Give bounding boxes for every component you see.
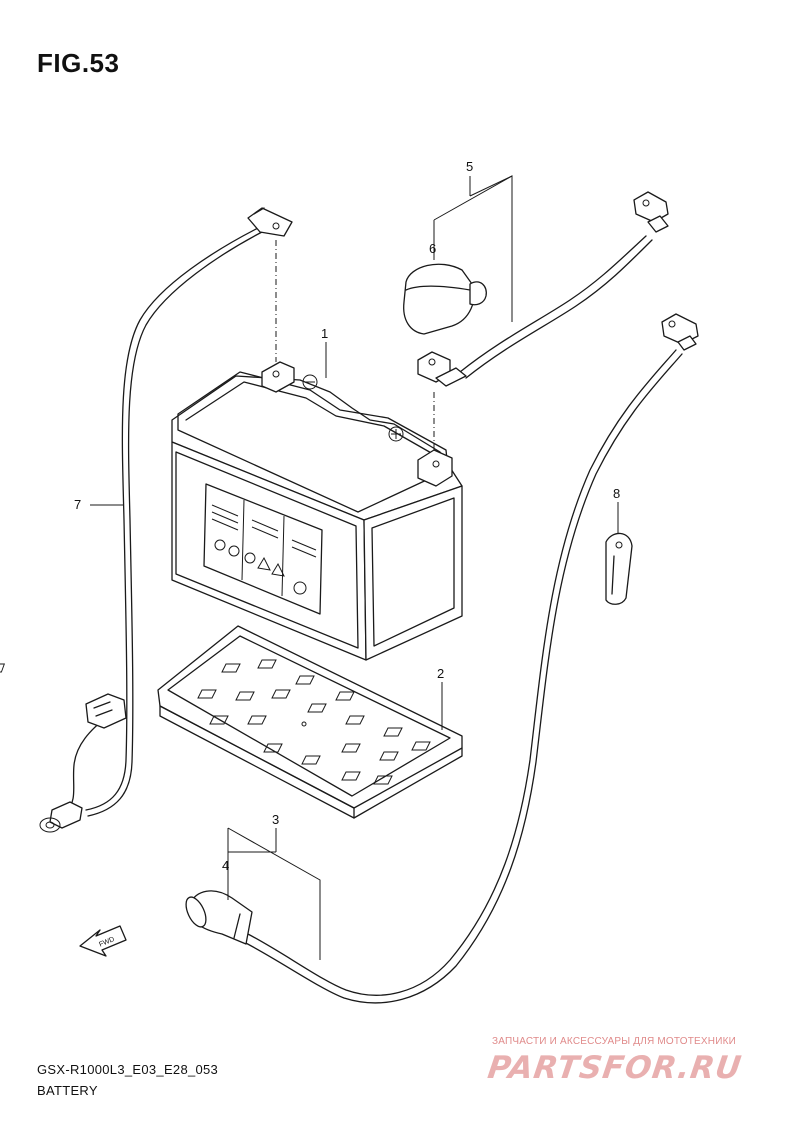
part-3-4-cable: 3 4 [185, 313, 699, 1004]
part-2-tray: 2 [0, 625, 463, 819]
callout-5: 5 [466, 159, 473, 174]
callout-1: 1 [321, 326, 328, 341]
callout-4: 4 [222, 858, 229, 873]
figure-code: GSX-R1000L3_E03_E28_053 [37, 1062, 219, 1077]
part-5-6-cable: 5 6 [403, 159, 669, 387]
part-7-cable: 7 [39, 207, 293, 833]
callout-3: 3 [272, 812, 279, 827]
figure-title: FIG.53 [37, 48, 120, 78]
part-8-bracket: 8 [605, 486, 633, 605]
callout-2: 2 [437, 666, 444, 681]
tray-slots [197, 659, 431, 785]
figure-name: BATTERY [37, 1083, 98, 1098]
fwd-arrow-icon: FWD [79, 925, 127, 957]
callout-6: 6 [429, 241, 436, 256]
callout-7: 7 [74, 497, 81, 512]
watermark-tagline: ЗАПЧАСТИ И АКСЕССУАРЫ ДЛЯ МОТОТЕХНИКИ [492, 1036, 737, 1047]
part-1-battery: 1 [171, 240, 463, 661]
callout-8: 8 [613, 486, 620, 501]
watermark-logo: PARTSFOR.RU [485, 1050, 745, 1086]
